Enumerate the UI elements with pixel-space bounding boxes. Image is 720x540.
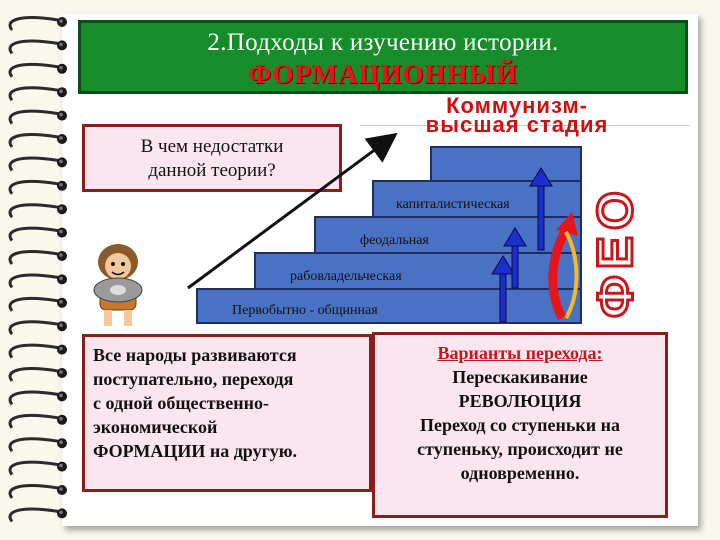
step-slave: рабовладельческая	[254, 252, 582, 290]
statement-line-1: Все народы развиваются	[93, 345, 297, 365]
statement-line-4: экономической	[93, 417, 218, 437]
step-primitive: Первобытно - общинная	[196, 288, 582, 324]
step-feudal: феодальная	[314, 216, 582, 254]
spiral-ring	[8, 437, 67, 453]
step-feudal-label: феодальная	[360, 233, 429, 248]
spiral-ring	[8, 273, 67, 289]
divider-line	[360, 125, 690, 126]
spiral-ring	[8, 484, 67, 499]
spiral-ring	[8, 16, 67, 31]
variant-line-3: Переход со ступеньки на	[420, 415, 620, 435]
statement-line-5: ФОРМАЦИИ на другую.	[93, 441, 298, 461]
spiral-ring	[8, 367, 67, 382]
caveman-illustration	[93, 244, 143, 326]
spiral-ring	[8, 460, 67, 476]
spiral-ring	[8, 156, 67, 172]
question-box: В чем недостатки данной теории?	[82, 124, 342, 192]
transition-variants-box: Варианты перехода: Перескакивание РЕВОЛЮ…	[372, 332, 668, 518]
slide-title: 2.Подходы к изучению истории.	[207, 29, 559, 56]
spiral-binding	[8, 16, 67, 523]
statement-line-2: поступательно, переходя	[93, 369, 294, 389]
statement-line-3: с одной общественно-	[93, 393, 270, 413]
slide-subtitle: ФОРМАЦИОННЫЙ	[247, 59, 518, 89]
spiral-ring	[8, 62, 67, 78]
spiral-ring	[8, 343, 67, 359]
slide-header: 2.Подходы к изучению истории. ФОРМАЦИОНН…	[78, 20, 688, 94]
spiral-ring	[8, 109, 67, 125]
spiral-ring	[8, 507, 67, 523]
spiral-ring	[8, 250, 67, 265]
step-capitalist-label: капиталистическая	[396, 197, 510, 212]
step-slave-label: рабовладельческая	[290, 269, 402, 284]
formation-statement-box: Все народы развиваются поступательно, пе…	[82, 334, 372, 492]
communism-label: Коммунизм- высшая стадия	[402, 93, 632, 137]
spiral-ring	[8, 320, 67, 336]
spiral-ring	[8, 179, 67, 195]
spiral-ring	[8, 133, 67, 148]
question-line1: В чем недостатки	[140, 136, 284, 157]
spiral-ring	[8, 226, 67, 242]
communism-label-line1: Коммунизм-	[446, 93, 588, 118]
vertical-feo-label: ФЕО	[590, 185, 640, 318]
variant-line-5: одновременно.	[460, 463, 580, 483]
step-primitive-label: Первобытно - общинная	[232, 303, 378, 318]
spiral-ring	[8, 86, 67, 102]
spiral-ring	[8, 413, 67, 429]
spiral-ring	[8, 39, 67, 55]
communism-label-line2: высшая стадия	[425, 112, 609, 137]
variant-line-1: Перескакивание	[452, 367, 588, 387]
step-communist	[430, 146, 582, 182]
spiral-ring	[8, 390, 67, 406]
variant-line-2: РЕВОЛЮЦИЯ	[458, 391, 582, 411]
step-capitalist: капиталистическая	[372, 180, 582, 218]
question-line2: данной теории?	[148, 160, 276, 181]
vertical-feo-text: ФЕО	[590, 184, 640, 318]
variant-line-4: ступеньку, происходит не	[417, 439, 623, 459]
spiral-ring	[8, 203, 67, 219]
spiral-ring	[8, 296, 67, 312]
variants-title: Варианты перехода:	[437, 343, 603, 363]
